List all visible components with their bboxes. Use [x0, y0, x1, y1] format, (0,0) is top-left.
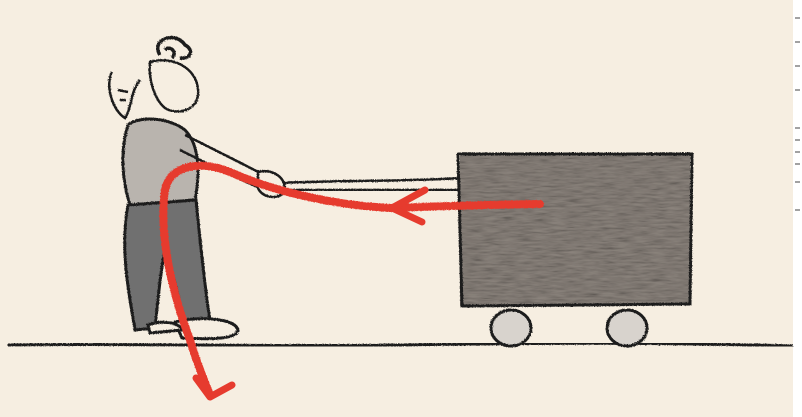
- cart-body: [460, 155, 690, 305]
- wheel-left: [491, 310, 531, 346]
- wheel-right: [607, 310, 647, 346]
- torso: [123, 119, 198, 205]
- page-edge-marks: [793, 0, 802, 417]
- shoe-back: [148, 322, 182, 333]
